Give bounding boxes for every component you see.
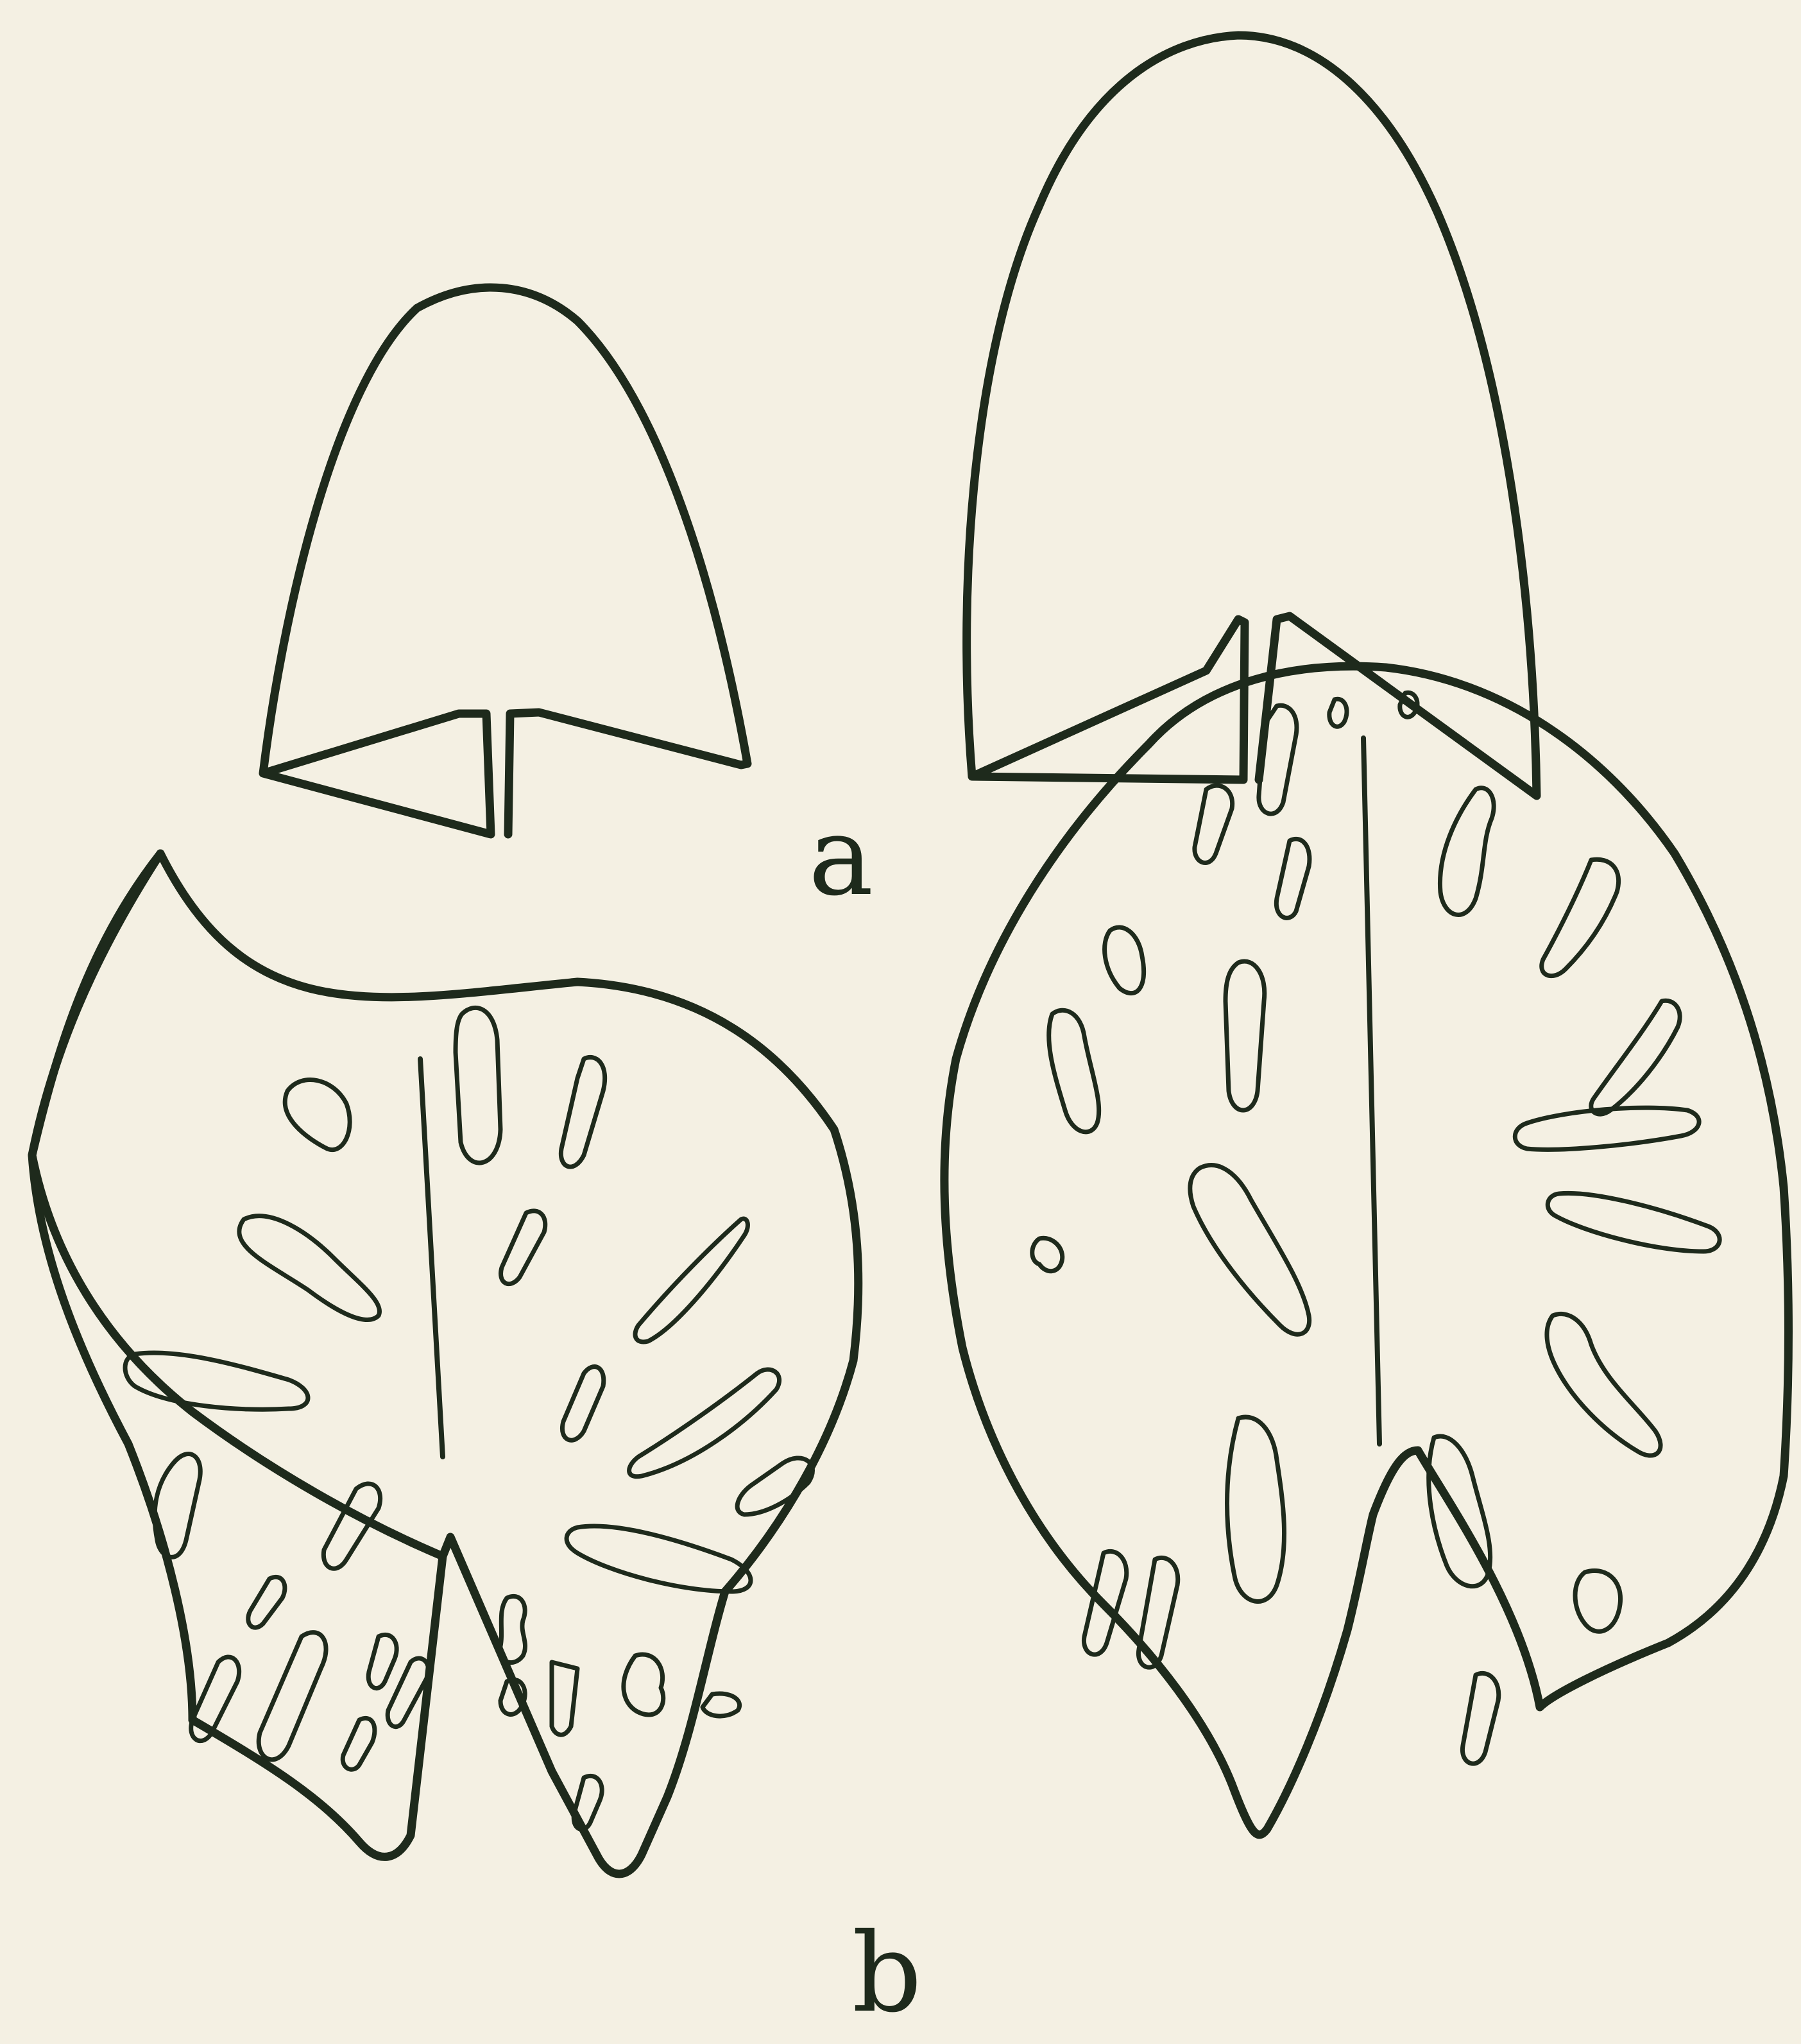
mature-leaf-left [32, 854, 858, 1874]
mature-leaf-right [944, 666, 1789, 1835]
figure-label-a: a [808, 802, 873, 911]
figure-label-b: b [852, 1919, 922, 2028]
young-leaf-small [263, 288, 747, 834]
